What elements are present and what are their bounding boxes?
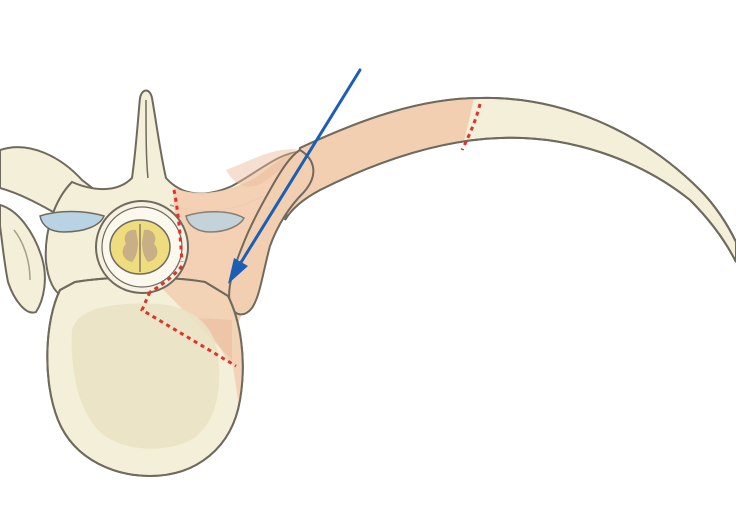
vertebral-body (46, 276, 244, 478)
gray-matter-left (122, 229, 138, 262)
cut-line-lamina (172, 189, 184, 263)
disc-blue-left (39, 210, 106, 233)
cancellous-bone (71, 303, 220, 449)
cut-line-pedicle (149, 265, 184, 294)
blue-arrow-icon (228, 68, 362, 284)
gray-matter-right (142, 229, 158, 262)
cut-line-rib (460, 103, 482, 151)
spinal-canal (95, 200, 189, 294)
rib (284, 96, 736, 263)
disc-blue-right (185, 211, 245, 233)
rib-head (228, 148, 315, 316)
resection-cut-lines (140, 103, 482, 368)
spinal-cord (109, 219, 171, 275)
cut-line-body (140, 291, 237, 368)
